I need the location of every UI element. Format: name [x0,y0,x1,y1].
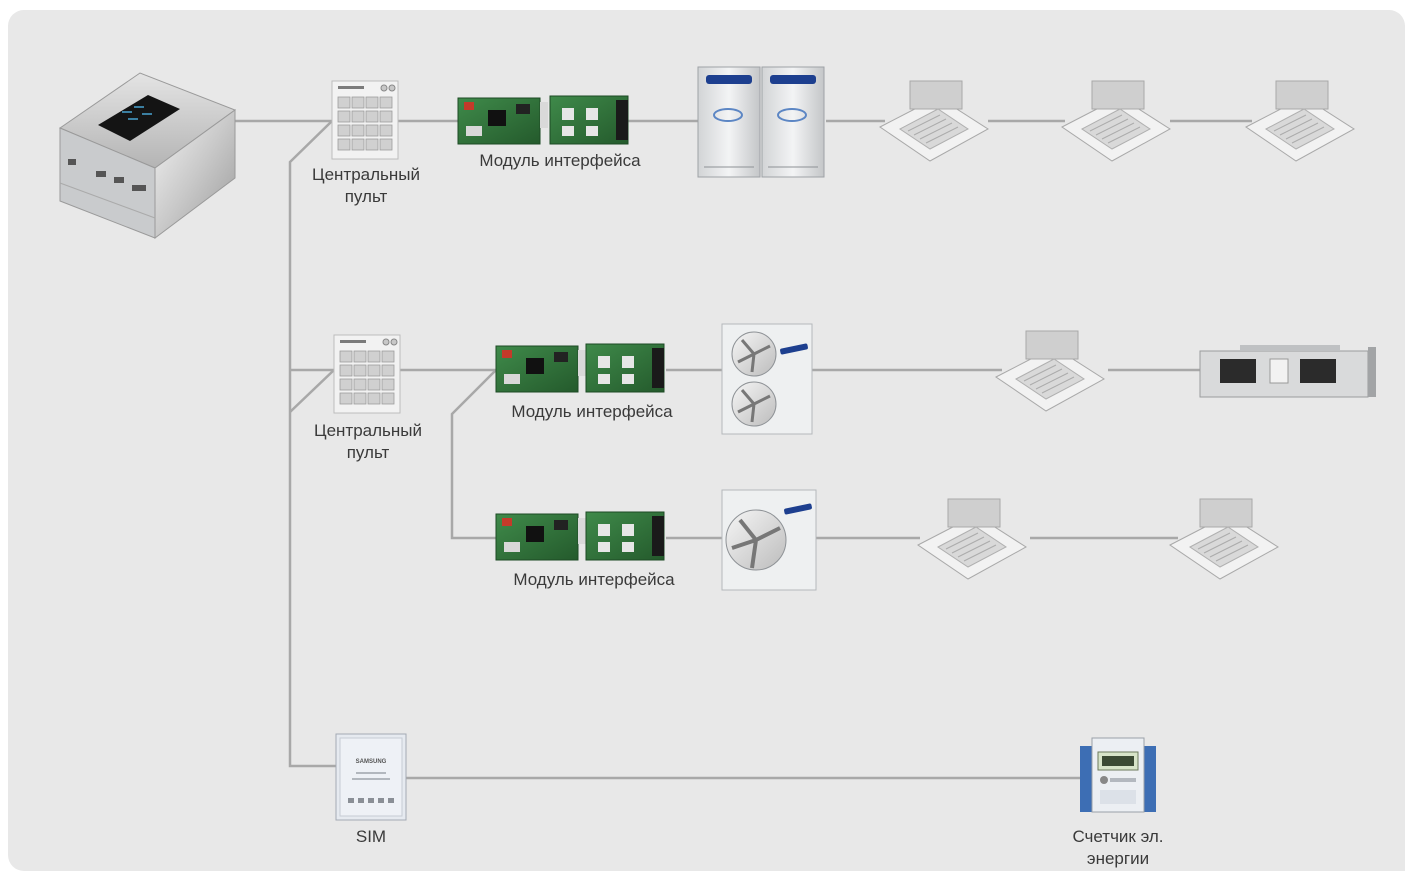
duct-unit-icon [1199,345,1376,398]
outdoor-unit-dvm-icon [697,66,825,178]
connection-wires [232,119,1252,780]
interface-module-2-label: Модуль интерфейса [511,402,673,421]
label-line: пульт [344,187,388,206]
central-panel-1-label: Центральный пульт [296,164,436,208]
central-panel-2-label: Центральный пульт [298,420,438,464]
interface-module-icon [457,95,629,145]
central-remote-icon [333,334,401,414]
interface-module-icon [495,343,665,393]
interface-module-3-label: Модуль интерфейса [513,570,675,589]
interface-module-1-label: Модуль интерфейса [479,151,641,170]
wire-trunk-diagonal-2 [289,369,335,413]
label-line: энергии [1086,849,1150,868]
outdoor-unit-one-fan-icon [721,489,817,591]
cassette-unit-icon [879,80,989,162]
sim-brand-text: SAMSUNG [356,759,387,765]
label-line: пульт [346,443,390,462]
wire-trunk [288,120,336,768]
cassette-unit-icon [917,498,1027,580]
outdoor-unit-two-fan-icon [721,323,813,435]
label-line: Счетчик эл. [1072,827,1164,846]
cassette-unit-icon [1245,80,1355,162]
sim-label: SIM [355,827,387,846]
interface-module-icon [495,511,665,561]
energy-meter-icon [1080,737,1156,813]
cassette-unit-icon [995,330,1105,412]
energy-meter-label: Счетчик эл. энергии [1048,826,1188,870]
sim-module-icon [335,733,407,821]
label-line: Центральный [312,165,420,184]
cassette-unit-icon [1061,80,1171,162]
cassette-unit-icon [1169,498,1279,580]
server-device-icon [58,72,237,239]
wire-branch-to-module-3 [450,369,497,540]
label-line: Центральный [314,421,422,440]
central-remote-icon [331,80,399,160]
